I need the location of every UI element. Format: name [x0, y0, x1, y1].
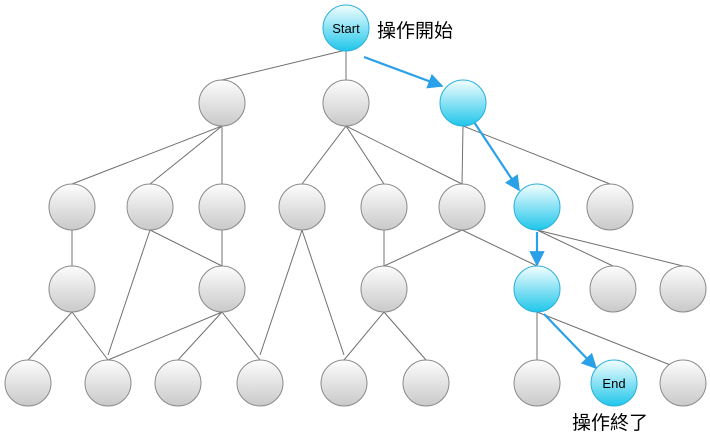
node [659, 265, 707, 313]
edge [345, 125, 463, 185]
path-arrow [473, 121, 520, 192]
edge [107, 229, 151, 356]
path-node [513, 265, 561, 313]
node [322, 79, 370, 127]
node [589, 265, 637, 313]
edge [177, 311, 223, 361]
node [154, 359, 202, 407]
path-node [439, 79, 487, 127]
edge [221, 49, 347, 81]
edge [462, 125, 611, 185]
node [278, 183, 326, 231]
edge [345, 125, 385, 185]
start-node [322, 4, 370, 52]
edge [301, 125, 347, 185]
node [4, 359, 52, 407]
path-arrow [363, 55, 444, 89]
node [198, 183, 246, 231]
edge [71, 311, 109, 361]
edge [107, 311, 223, 361]
edge [536, 229, 614, 267]
node [360, 265, 408, 313]
edge [259, 229, 303, 356]
edge [149, 125, 223, 185]
gray-nodes [4, 79, 707, 407]
node [198, 79, 246, 127]
node [198, 265, 246, 313]
edge [536, 311, 684, 371]
start-node-label: Start [332, 21, 360, 36]
edge [149, 229, 223, 267]
node [236, 359, 284, 407]
node [438, 183, 486, 231]
end-node-label: End [602, 376, 625, 391]
edge [221, 311, 261, 361]
node [360, 183, 408, 231]
gray-edges [27, 49, 684, 371]
edge [383, 229, 463, 267]
edge [461, 229, 538, 267]
node [513, 359, 561, 407]
node [48, 265, 96, 313]
node [84, 359, 132, 407]
edge [301, 229, 345, 356]
highlighted-path [363, 55, 598, 370]
edge [536, 229, 684, 267]
end-node [590, 359, 638, 407]
edge [71, 125, 223, 185]
edge [383, 311, 427, 361]
node [320, 359, 368, 407]
edge [27, 311, 73, 361]
node [659, 359, 707, 407]
path-arrow [543, 313, 598, 370]
start-caption: 操作開始 [377, 20, 454, 42]
edge [461, 125, 464, 185]
node [586, 183, 634, 231]
node [126, 183, 174, 231]
node [48, 183, 96, 231]
blue-nodes [322, 4, 638, 407]
path-node [513, 183, 561, 231]
edge [343, 311, 385, 361]
end-caption: 操作終了 [572, 412, 649, 434]
node [402, 359, 450, 407]
